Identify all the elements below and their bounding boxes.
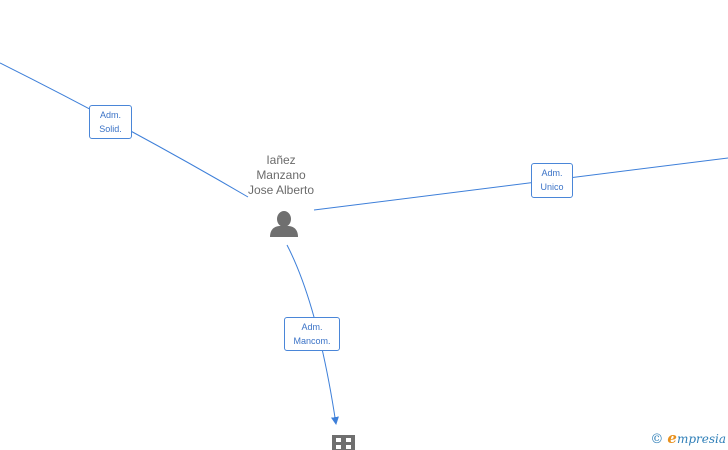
- person-name[interactable]: Iañez Manzano Jose Alberto: [221, 153, 341, 198]
- copyright-icon: ©: [650, 432, 664, 447]
- person-name-line: Manzano: [256, 168, 306, 182]
- edge-unico: [313, 157, 728, 211]
- logo-text: mpresia: [676, 432, 726, 446]
- relation-label-line: Unico: [540, 182, 564, 192]
- relation-label-line: Adm.: [541, 168, 563, 178]
- logo-letter: e: [667, 429, 677, 447]
- relation-label-line: Solid.: [99, 124, 122, 134]
- person-name-line: Jose Alberto: [247, 183, 315, 197]
- relation-label-line: Mancom.: [293, 336, 331, 346]
- relation-label-adm-solid[interactable]: Adm. Solid.: [89, 105, 132, 139]
- relation-label-adm-unico[interactable]: Adm. Unico: [531, 163, 573, 198]
- relation-label-adm-mancom[interactable]: Adm. Mancom.: [284, 317, 340, 351]
- person-icon[interactable]: [270, 211, 298, 237]
- relation-label-line: Adm.: [301, 322, 323, 332]
- person-name-line: Iañez: [266, 153, 296, 167]
- empresia-logo[interactable]: ©empresia: [650, 429, 726, 447]
- building-icon[interactable]: [332, 435, 355, 450]
- relation-label-line: Adm.: [99, 110, 121, 120]
